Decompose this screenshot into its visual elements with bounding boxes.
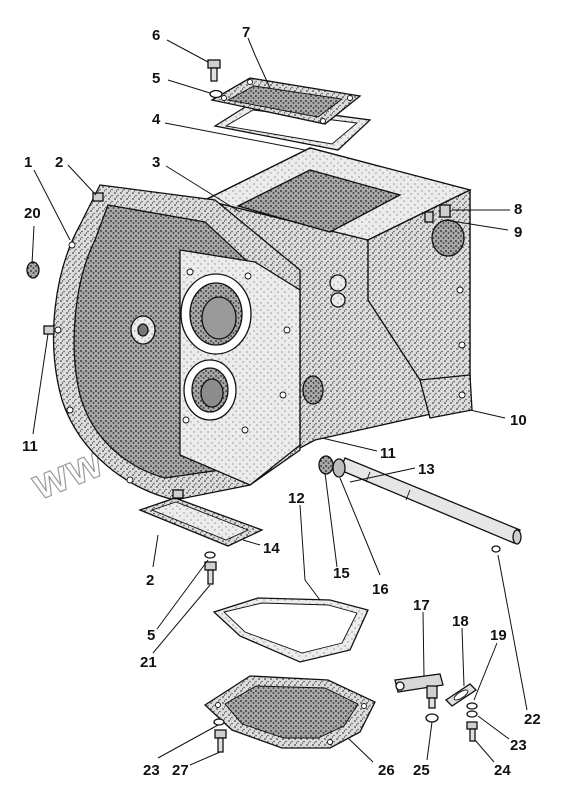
callout-10: 10 (510, 412, 527, 429)
callout-16: 16 (372, 581, 389, 598)
callout-7: 7 (242, 24, 250, 41)
callout-8: 8 (514, 201, 522, 218)
lever (394, 673, 444, 709)
shaft-nut (318, 455, 334, 475)
top-cover (210, 77, 362, 125)
small-cover-bolt (204, 561, 217, 585)
callout-26: 26 (378, 762, 395, 779)
callout-11: 11 (380, 445, 396, 462)
callout-21: 21 (140, 654, 157, 671)
top-washer (209, 89, 223, 99)
top-bolt (207, 59, 221, 82)
plate-washer-lower (466, 710, 478, 718)
lock-plate (444, 683, 478, 707)
pan-bolt (214, 729, 227, 753)
callout-23: 23 (143, 762, 160, 779)
callout-2: 2 (146, 572, 154, 589)
callout-18: 18 (452, 613, 469, 630)
callout-11: 11 (22, 438, 38, 455)
small-cover-washer (204, 551, 216, 559)
callout-15: 15 (333, 565, 350, 582)
plate-bolt (466, 721, 478, 742)
lever-washer (425, 713, 439, 723)
drain-plug (26, 261, 40, 279)
callout-13: 13 (418, 461, 435, 478)
callout-2: 2 (55, 154, 63, 171)
leader-lines (31, 37, 528, 766)
plate-washer-upper (466, 702, 478, 710)
oil-pan (203, 675, 376, 749)
shaft-washer (332, 458, 346, 478)
callout-22: 22 (524, 711, 541, 728)
gearbox-housing (43, 147, 473, 501)
callout-14: 14 (263, 540, 280, 557)
callout-5: 5 (147, 627, 155, 644)
pan-washer (213, 718, 225, 726)
callout-6: 6 (152, 27, 160, 44)
callouts: 6 7 5 4 3 1 2 20 8 9 11 10 11 13 12 14 2… (22, 24, 541, 779)
bottom-gasket (212, 597, 369, 663)
callout-25: 25 (413, 762, 430, 779)
callout-3: 3 (152, 154, 160, 171)
callout-20: 20 (24, 205, 41, 222)
callout-9: 9 (514, 224, 522, 241)
callout-1: 1 (24, 154, 32, 171)
callout-23: 23 (510, 737, 527, 754)
callout-19: 19 (490, 627, 507, 644)
callout-12: 12 (288, 490, 305, 507)
bottom-small-cover (138, 497, 264, 547)
callout-24: 24 (494, 762, 511, 779)
shaft-key (491, 545, 501, 553)
callout-17: 17 (413, 597, 430, 614)
callout-5: 5 (152, 70, 160, 87)
callout-4: 4 (152, 111, 161, 128)
callout-27: 27 (172, 762, 189, 779)
